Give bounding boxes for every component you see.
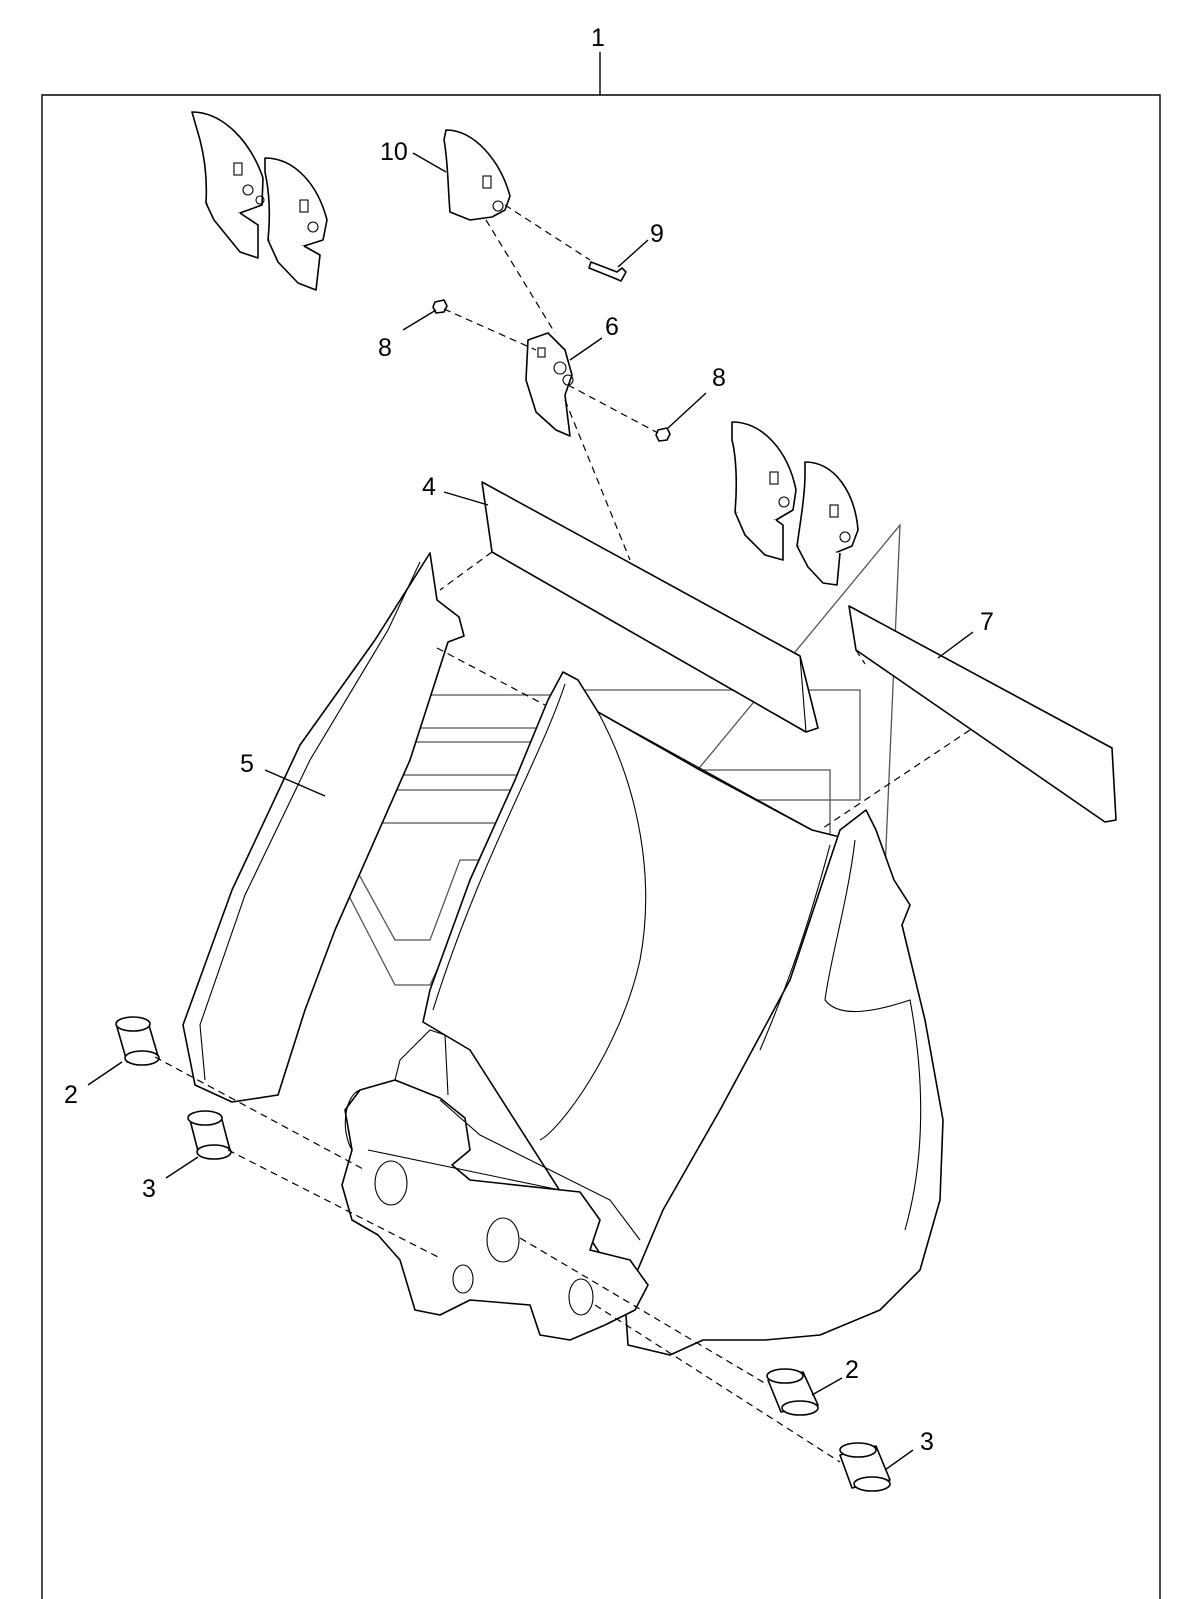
- callout-9: 9: [650, 220, 664, 248]
- bucket-body: [182, 552, 944, 1356]
- tooth-pair-right: [731, 421, 859, 586]
- lock-8-right: [655, 427, 671, 442]
- bushing-2-left: [115, 1016, 160, 1066]
- callout-1: 1: [591, 24, 605, 52]
- callout-6: 6: [605, 313, 619, 341]
- callout-5: 5: [240, 750, 254, 778]
- callout-4: 4: [422, 473, 436, 501]
- callout-2-right: 2: [845, 1356, 859, 1384]
- pin-9: [588, 261, 627, 282]
- callout-8-right: 8: [712, 364, 726, 392]
- callout-8-left: 8: [378, 334, 392, 362]
- callout-10: 10: [380, 138, 408, 166]
- lock-8-left: [432, 299, 448, 314]
- cutting-edge-4: [481, 481, 819, 733]
- callout-3-left: 3: [142, 1175, 156, 1203]
- callout-2-left: 2: [64, 1081, 78, 1109]
- assembly-frame: [41, 52, 1161, 1599]
- bushing-2-right: [766, 1368, 819, 1416]
- leader-lines: [87, 152, 974, 1471]
- callout-3-right: 3: [920, 1428, 934, 1456]
- tooth-10: [443, 129, 511, 221]
- tooth-pair-top-left: [191, 111, 328, 291]
- bushing-3-left: [187, 1110, 232, 1160]
- assembly-dashed-lines: [154, 204, 971, 1463]
- side-edge-7: [848, 605, 1117, 823]
- tooth-adapter-6: [525, 332, 574, 437]
- bushing-3-right: [839, 1442, 891, 1492]
- callout-7: 7: [980, 608, 994, 636]
